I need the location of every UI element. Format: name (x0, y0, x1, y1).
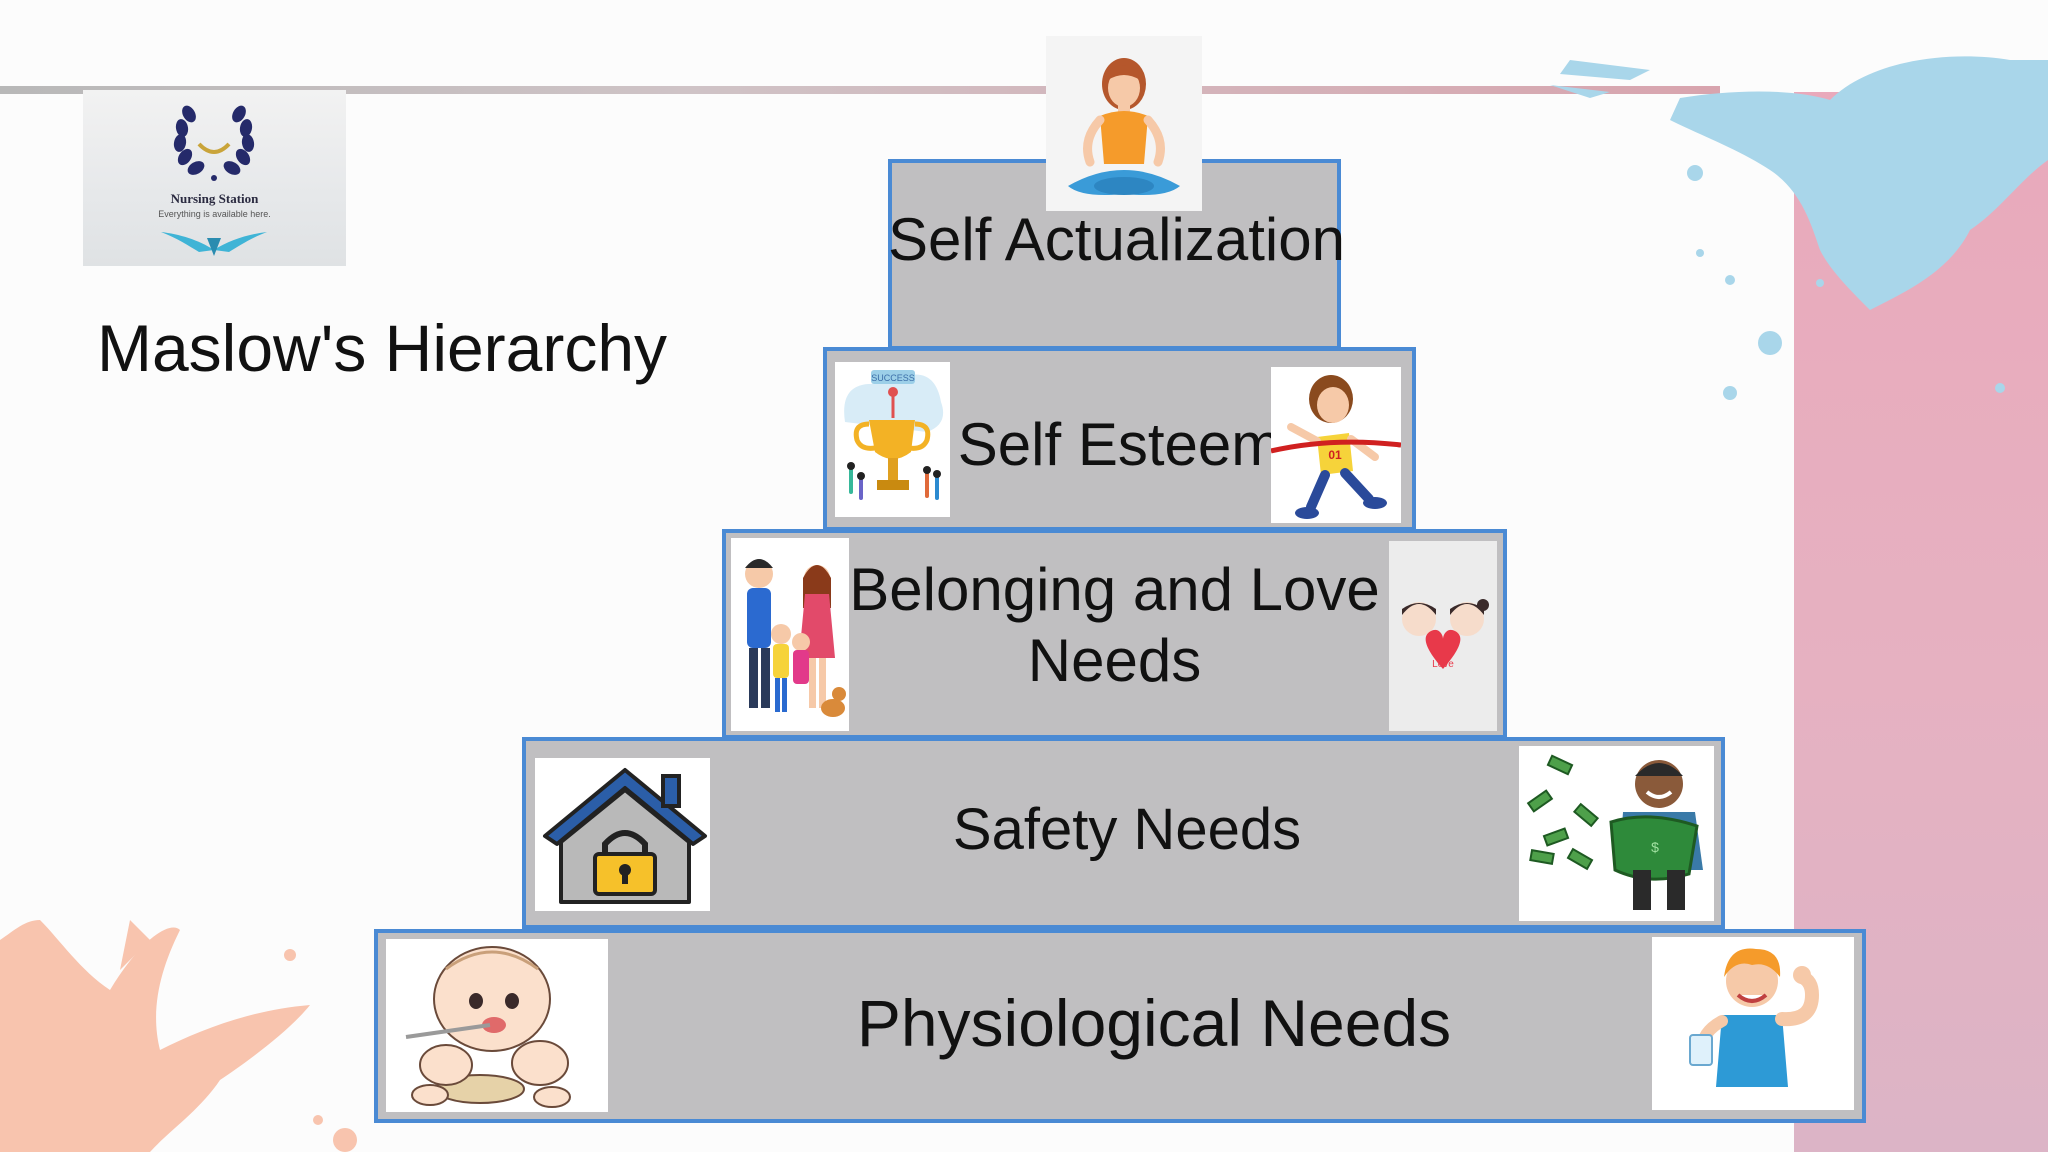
couple-heart-icon: Love (1389, 541, 1497, 731)
svg-text:$: $ (1651, 839, 1659, 855)
trophy-banner-text: SUCCESS (871, 373, 915, 383)
baby-eating-icon (386, 939, 608, 1112)
strong-man-icon (1652, 937, 1854, 1110)
trophy-icon: SUCCESS (835, 362, 950, 517)
tier-label-self-esteem: Self Esteem (957, 411, 1282, 478)
logo-tagline: Everything is available here. (158, 209, 271, 219)
peach-paint-splash (0, 920, 357, 1152)
wings-icon (161, 232, 267, 256)
tier-physiological-needs (374, 929, 1866, 1123)
tier-belonging-and-love (722, 529, 1507, 739)
family-icon (731, 538, 849, 731)
nursing-station-logo: Nursing Station Everything is available … (83, 90, 346, 266)
laurel-wreath-icon (173, 105, 255, 181)
runner-bib-number: 01 (1328, 448, 1342, 462)
tier-label-self-actualization: Self Actualization (888, 206, 1345, 273)
house-lock-icon (535, 758, 710, 911)
top-divider-line (0, 86, 1720, 94)
money-man-icon: $ (1519, 746, 1714, 921)
tier-label-safety-needs: Safety Needs (952, 797, 1302, 862)
tier-label-belonging-line2: Needs (1027, 627, 1202, 694)
page-title: Maslow's Hierarchy (97, 311, 668, 385)
logo-name: Nursing Station (170, 191, 259, 206)
runner-icon: 01 (1271, 367, 1401, 523)
heart-caption: Love (1432, 659, 1454, 670)
meditation-icon (1046, 36, 1202, 211)
tier-label-belonging-line1: Belonging and Love (849, 556, 1380, 623)
tier-label-physiological-needs: Physiological Needs (856, 986, 1452, 1060)
blue-paint-splash (1550, 56, 2048, 400)
